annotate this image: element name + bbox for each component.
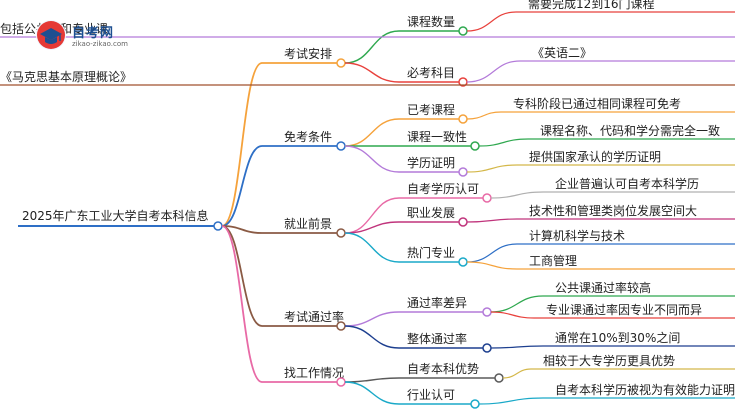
branch-connector-pass-rate <box>221 225 263 327</box>
leaf-label-overall-pass-0: 通常在10%到30%之间 <box>555 331 680 345</box>
child-label-pass-diff: 通过率差异 <box>407 295 467 310</box>
graduation-cap-icon <box>36 20 66 50</box>
child-label-edu-proof: 学历证明 <box>407 155 455 170</box>
leaf-connector-edu-proof-0 <box>466 164 518 173</box>
child-node-advantage[interactable] <box>494 373 504 383</box>
branch-connector-career <box>221 225 263 234</box>
child-node-hot-major[interactable] <box>458 257 468 267</box>
child-node-recognition[interactable] <box>482 193 492 203</box>
leaf-label-recognition-0: 企业普遍认可自考本科学历 <box>555 176 699 191</box>
child-connector-taken-courses <box>344 118 400 147</box>
branch-node-career[interactable] <box>336 228 346 238</box>
branch-label-career: 就业前景 <box>284 216 332 231</box>
leaf-label-required-subjects-1: 《马克思基本原理概论》 <box>0 70 132 84</box>
child-node-overall-pass[interactable] <box>482 343 492 353</box>
root-topic: 2025年广东工业大学自考本科信息 <box>22 208 209 223</box>
child-connector-advantage <box>344 377 400 383</box>
leaf-label-hot-major-0: 计算机科学与技术 <box>529 228 625 243</box>
child-connector-required-subjects <box>344 62 400 83</box>
leaf-connector-hot-major-0 <box>466 243 518 263</box>
child-label-course-count: 课程数量 <box>407 14 455 29</box>
branch-label-exam: 考试安排 <box>284 46 332 61</box>
leaf-connector-pass-diff-0 <box>490 295 544 313</box>
branch-node-exempt[interactable] <box>336 141 346 151</box>
child-label-job-dev: 职业发展 <box>407 205 455 220</box>
child-connector-overall-pass <box>344 325 400 349</box>
leaf-connector-pass-diff-1 <box>490 311 535 319</box>
branch-connector-exempt <box>221 145 263 227</box>
logo-title: 自考网 <box>72 26 115 41</box>
leaf-connector-course-consistency-0 <box>478 138 529 147</box>
leaf-connector-job-dev-0 <box>466 218 518 223</box>
child-label-hot-major: 热门专业 <box>407 245 455 260</box>
leaf-label-advantage-0: 相较于大专学历更具优势 <box>543 353 675 368</box>
leaf-label-industry-0: 自考本科学历被视为有效能力证明 <box>555 382 735 397</box>
leaf-connector-industry-0 <box>478 397 544 405</box>
child-node-pass-diff[interactable] <box>482 307 492 317</box>
child-connector-job-dev <box>344 221 400 234</box>
branch-label-pass-rate: 考试通过率 <box>284 309 344 324</box>
child-connector-course-count <box>344 30 400 64</box>
child-node-edu-proof[interactable] <box>458 167 468 177</box>
branch-connector-exam <box>221 62 263 227</box>
leaf-label-pass-diff-1: 专业课通过率因专业不同而异 <box>546 302 702 317</box>
branch-connector-job-search <box>221 225 263 383</box>
leaf-label-edu-proof-0: 提供国家承认的学历证明 <box>529 149 661 164</box>
logo-url: zikao-zikao.com <box>72 40 128 48</box>
child-label-advantage: 自考本科优势 <box>407 362 479 376</box>
child-label-overall-pass: 整体通过率 <box>407 331 467 346</box>
branch-label-job-search: 找工作情况 <box>284 366 344 380</box>
branch-node-exam[interactable] <box>336 58 346 68</box>
leaf-label-required-subjects-0: 《英语二》 <box>532 46 592 60</box>
leaf-connector-taken-courses-0 <box>466 111 502 120</box>
child-label-recognition: 自考学历认可 <box>407 181 479 196</box>
child-node-job-dev[interactable] <box>458 217 468 227</box>
leaf-connector-hot-major-1 <box>466 261 518 270</box>
leaf-connector-recognition-0 <box>490 191 544 199</box>
leaf-label-course-consistency-0: 课程名称、代码和学分需完全一致 <box>540 123 720 138</box>
child-label-taken-courses: 已考课程 <box>407 102 455 117</box>
site-logo[interactable]: 自考网 zikao-zikao.com <box>36 20 146 54</box>
child-node-taken-courses[interactable] <box>458 114 468 124</box>
child-label-course-consistency: 课程一致性 <box>407 129 467 144</box>
child-connector-pass-diff <box>344 311 400 327</box>
branch-node-job-search[interactable] <box>336 377 346 387</box>
leaf-connector-required-subjects-0 <box>466 60 521 83</box>
leaf-connector-advantage-0 <box>502 368 532 379</box>
branch-label-exempt: 免考条件 <box>284 129 332 144</box>
branch-node-pass-rate[interactable] <box>336 321 346 331</box>
leaf-connector-course-count-0 <box>466 11 517 32</box>
leaf-label-job-dev-0: 技术性和管理类岗位发展空间大 <box>529 203 697 218</box>
leaf-connector-overall-pass-0 <box>490 345 544 349</box>
child-node-industry[interactable] <box>470 399 480 409</box>
child-node-course-count[interactable] <box>458 26 468 36</box>
child-label-required-subjects: 必考科目 <box>407 66 455 80</box>
child-connector-edu-proof <box>344 145 400 173</box>
child-connector-hot-major <box>344 232 400 263</box>
leaf-label-taken-courses-0: 专科阶段已通过相同课程可免考 <box>513 96 681 111</box>
leaf-label-hot-major-1: 工商管理 <box>529 253 577 268</box>
child-node-course-consistency[interactable] <box>470 141 480 151</box>
leaf-label-pass-diff-0: 公共课通过率较高 <box>555 280 651 295</box>
child-label-industry: 行业认可 <box>407 388 455 402</box>
leaf-label-course-count-0: 需要完成12到16门课程 <box>528 0 655 11</box>
root-node[interactable] <box>213 221 223 231</box>
child-connector-industry <box>344 381 400 405</box>
